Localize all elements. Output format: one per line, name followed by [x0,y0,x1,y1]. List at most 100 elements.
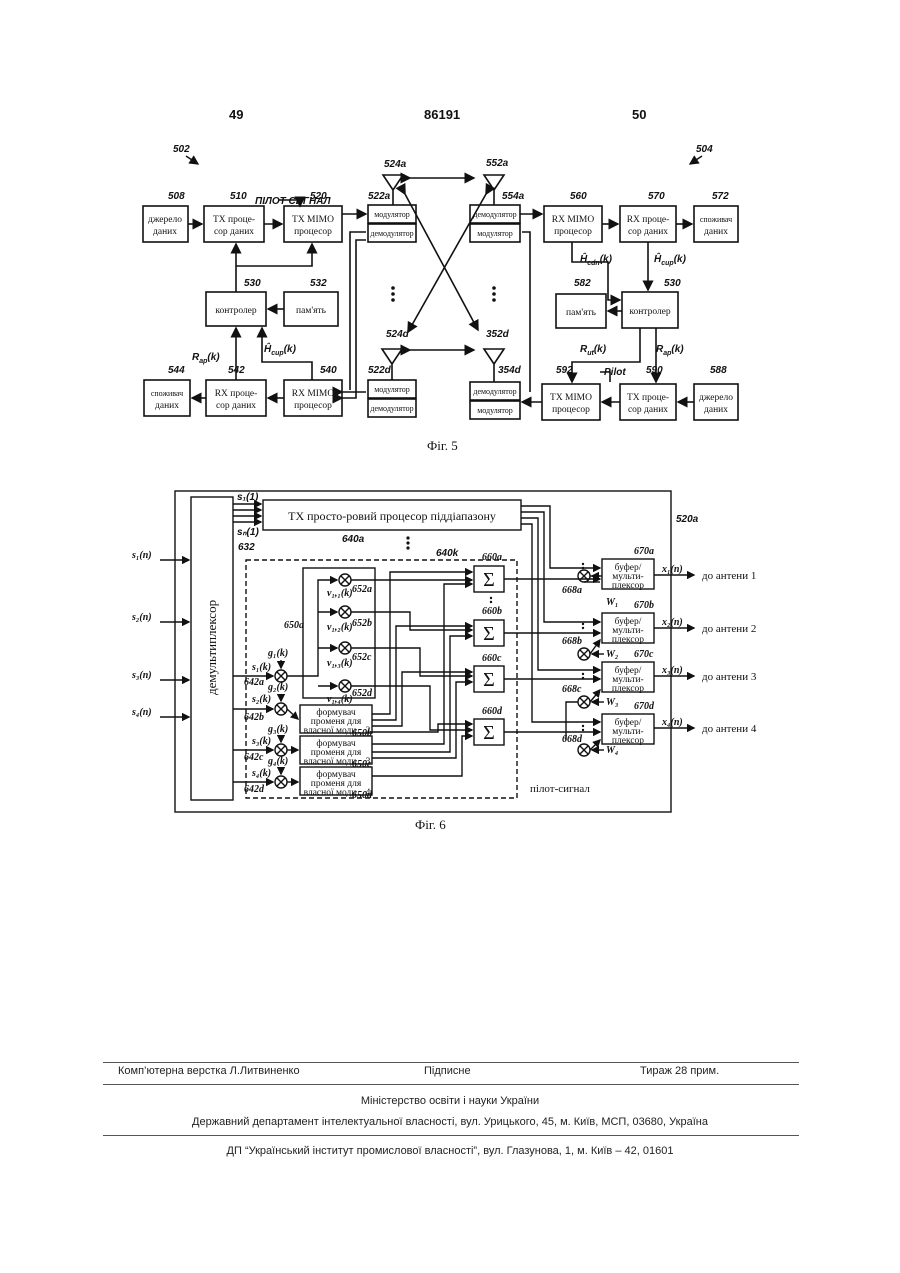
pilot-label-r: Pilot [604,367,626,378]
sum-symbol: Σ [483,569,495,591]
pilot-label: ПІЛОТ СИГНАЛ [255,196,332,207]
ref-508: 508 [168,191,185,202]
w-label: W₁ [606,597,618,608]
ref-632: 632 [238,542,255,553]
v-label: v₁,₄(k) [327,694,353,705]
sum-ref: 660c [482,653,502,664]
fig6-caption: Фіг. 6 [415,817,446,833]
box-label: сор даних [628,405,668,415]
box-label: джерело [148,215,182,225]
multiplier-icon [275,744,287,756]
bf-mode: 3 [366,757,371,767]
s-k-label: s₂(k) [251,694,271,705]
sum-ref: 660d [482,706,503,717]
buf-label: плексор [612,635,644,645]
box-label: модулятор [374,210,410,219]
ref-582: 582 [574,278,591,289]
mult-ref: 642c [244,752,264,763]
pilot-label-fig6: пілот-сигнал [530,783,590,795]
input-label: s₁(n) [131,550,152,561]
box-label: пам'ять [566,308,597,318]
multiplier-icon [578,744,590,756]
buf-label: плексор [612,736,644,746]
box-label: пам'ять [296,306,327,316]
outer-frame [175,491,671,812]
box-label: процесор [554,227,592,237]
ref-510: 510 [230,191,247,202]
ref-592: 592 [556,365,573,376]
ref-520a: 520a [676,514,699,525]
box-label: RX проце- [627,215,670,225]
bf-label: власної моди [304,726,357,736]
box-label: TX MIMO [292,215,334,225]
v-label: v₁,₃(k) [327,658,353,669]
box-label: процесор [552,405,590,415]
tx-spatial-label: TX просто-ровий процесор піддіапазону [288,509,496,523]
box-label: сор даних [216,401,256,411]
ref-352d: 352d [486,329,510,340]
w-label: W₃ [606,697,618,708]
box-label: даних [153,227,177,237]
ref-524d: 524d [386,329,410,340]
mult-ref: 642a [244,677,264,688]
x-out-label: x₁(n) [661,564,683,575]
fig5-diagram: 502 504 508 510 520 ПІЛОТ СИГНАЛ 522a 52… [0,0,900,470]
ref-522d: 522d [368,365,392,376]
input-label: s₄(n) [131,707,152,718]
ref-522a: 522a [368,191,391,202]
multiplier-icon [275,670,287,682]
ref-588: 588 [710,365,727,376]
ministry: Міністерство освіти і науки України [0,1095,900,1107]
multiplier-icon [275,703,287,715]
bf-mode: 2 [366,726,371,736]
signal-r-ut: Rut(k) [580,344,607,357]
ref-542: 542 [228,365,245,376]
multiplier-icon [578,570,590,582]
v-ref: 652a [352,584,372,595]
buf-ref: 670a [634,546,654,557]
multiplier-icon [339,642,351,654]
buf-ref: 670b [634,600,654,611]
w-ref: 668a [562,585,582,596]
multiplier-icon [578,696,590,708]
box-label: сор даних [628,227,668,237]
box-label: даних [704,227,728,237]
ref-560: 560 [570,191,587,202]
buf-label: плексор [612,581,644,591]
s1-1-label: s₁(1) [237,492,259,503]
box-label: процесор [294,401,332,411]
footer-rule [103,1135,799,1136]
signal-r-ap-r: Rap(k) [656,344,684,357]
ref-540: 540 [320,365,337,376]
multiplier-icon [339,680,351,692]
buf-ref: 670d [634,701,655,712]
institute: ДП “Український інститут промислової вла… [0,1145,900,1157]
multiplier-icon [275,776,287,788]
box-label: сор даних [214,227,254,237]
box-label: демодулятор [473,210,516,219]
ref-524a: 524a [384,159,407,170]
ref-544: 544 [168,365,185,376]
g-k-label: g₃(k) [267,724,288,735]
v-ref: 652c [352,652,372,663]
box-label: демодулятор [370,229,413,238]
ref-570: 570 [648,191,665,202]
to-antenna-label: до антени 2 [702,623,756,635]
box-label: демодулятор [370,404,413,413]
ref-554a: 554a [502,191,525,202]
to-antenna-label: до антени 1 [702,570,756,582]
box-label: демодулятор [473,387,516,396]
footer-rule [103,1084,799,1085]
signal-h-cup-r: Ĥcup(k) [654,252,687,267]
footer-rule [103,1062,799,1063]
ref-502: 502 [173,144,190,155]
v-label: v₁,₁(k) [327,588,353,599]
to-antenna-label: до антени 3 [702,671,757,683]
box-label: TX MIMO [550,393,592,403]
box-label: модулятор [477,229,513,238]
w-ref: 668c [562,684,582,695]
box-label: модулятор [477,406,513,415]
x-out-label: x₂(n) [661,617,683,628]
ref-552a: 552a [486,158,509,169]
sum-ref: 660a [482,552,502,563]
